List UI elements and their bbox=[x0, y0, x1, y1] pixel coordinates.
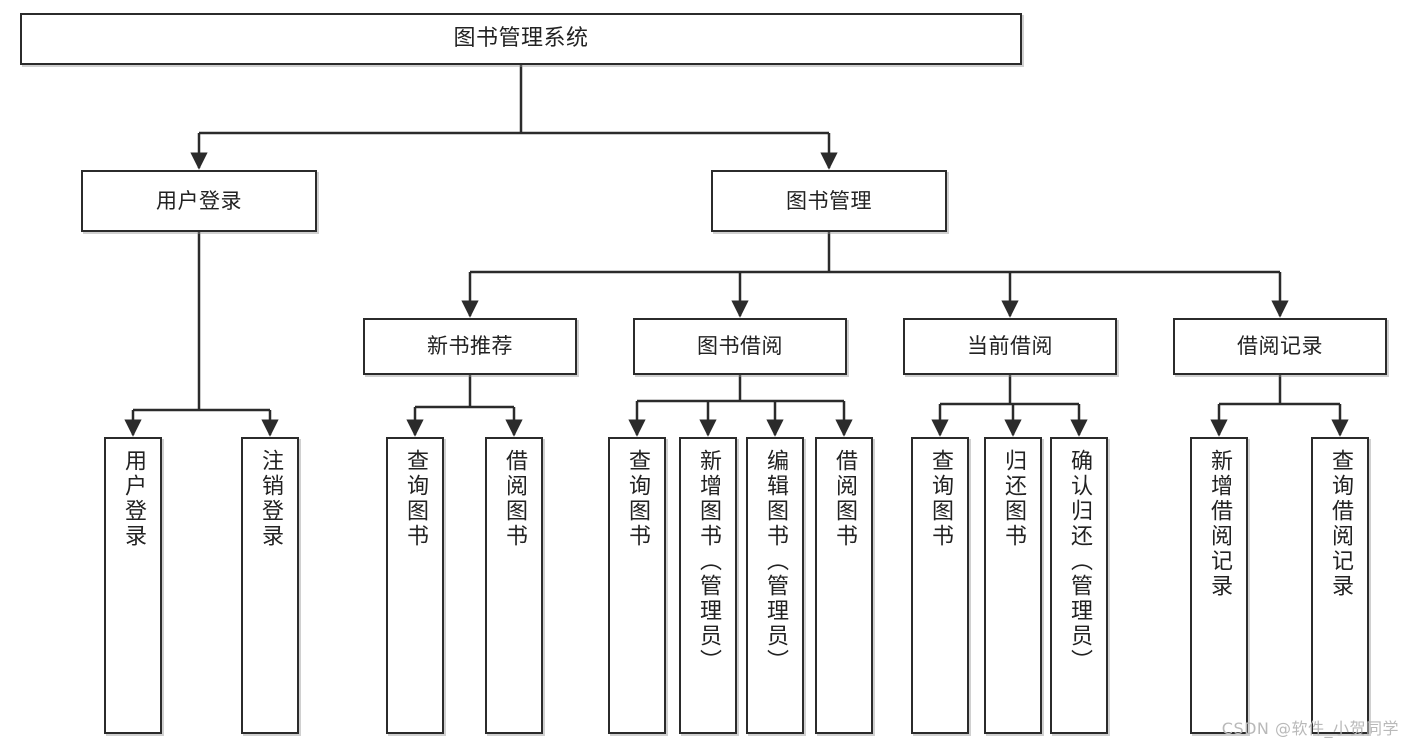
node-current-borrow[interactable]: 当前借阅 bbox=[903, 318, 1117, 375]
node-leaf-cur-query-label: 查询图书 bbox=[928, 449, 953, 549]
node-leaf-cur-confirm[interactable]: 确认归还（管理员） bbox=[1050, 437, 1108, 734]
node-book-manage-label: 图书管理 bbox=[786, 188, 872, 213]
node-current-borrow-label: 当前借阅 bbox=[967, 334, 1053, 359]
node-book-manage[interactable]: 图书管理 bbox=[711, 170, 947, 232]
node-leaf-rec-borrow[interactable]: 借阅图书 bbox=[485, 437, 543, 734]
node-leaf-rec-query-label: 查询图书 bbox=[403, 449, 428, 549]
node-leaf-cur-return[interactable]: 归还图书 bbox=[984, 437, 1042, 734]
node-leaf-rec-query[interactable]: 查询图书 bbox=[386, 437, 444, 734]
node-leaf-user-logout[interactable]: 注销登录 bbox=[241, 437, 299, 734]
node-leaf-borrow-query[interactable]: 查询图书 bbox=[608, 437, 666, 734]
node-borrow-record-label: 借阅记录 bbox=[1237, 334, 1323, 359]
node-leaf-cur-return-label: 归还图书 bbox=[1001, 449, 1026, 549]
node-new-book-rec[interactable]: 新书推荐 bbox=[363, 318, 577, 375]
node-leaf-borrow-lend-label: 借阅图书 bbox=[832, 449, 857, 549]
node-leaf-borrow-add-label: 新增图书（管理员） bbox=[696, 449, 721, 674]
node-leaf-borrow-edit-label: 编辑图书（管理员） bbox=[763, 449, 788, 674]
watermark-label: CSDN @软件_小贺同学 bbox=[1221, 719, 1399, 738]
node-book-borrow[interactable]: 图书借阅 bbox=[633, 318, 847, 375]
node-leaf-user-logout-label: 注销登录 bbox=[258, 449, 283, 549]
node-book-borrow-label: 图书借阅 bbox=[697, 334, 783, 359]
node-leaf-borrow-query-label: 查询图书 bbox=[625, 449, 650, 549]
node-leaf-rec-query2[interactable]: 查询借阅记录 bbox=[1311, 437, 1369, 734]
node-leaf-user-login-label: 用户登录 bbox=[121, 449, 146, 549]
node-leaf-rec-borrow-label: 借阅图书 bbox=[502, 449, 527, 549]
node-leaf-borrow-lend[interactable]: 借阅图书 bbox=[815, 437, 873, 734]
node-leaf-cur-query[interactable]: 查询图书 bbox=[911, 437, 969, 734]
node-leaf-cur-confirm-label: 确认归还（管理员） bbox=[1067, 449, 1092, 674]
node-leaf-borrow-add[interactable]: 新增图书（管理员） bbox=[679, 437, 737, 734]
node-leaf-rec-query2-label: 查询借阅记录 bbox=[1328, 449, 1353, 599]
node-leaf-rec-add-label: 新增借阅记录 bbox=[1207, 449, 1232, 599]
node-borrow-record[interactable]: 借阅记录 bbox=[1173, 318, 1387, 375]
node-leaf-borrow-edit[interactable]: 编辑图书（管理员） bbox=[746, 437, 804, 734]
node-leaf-user-login[interactable]: 用户登录 bbox=[104, 437, 162, 734]
node-user-login[interactable]: 用户登录 bbox=[81, 170, 317, 232]
node-root-label: 图书管理系统 bbox=[453, 26, 589, 52]
node-user-login-label: 用户登录 bbox=[156, 188, 242, 213]
node-leaf-rec-add[interactable]: 新增借阅记录 bbox=[1190, 437, 1248, 734]
node-root[interactable]: 图书管理系统 bbox=[20, 13, 1022, 65]
node-new-book-rec-label: 新书推荐 bbox=[427, 334, 513, 359]
